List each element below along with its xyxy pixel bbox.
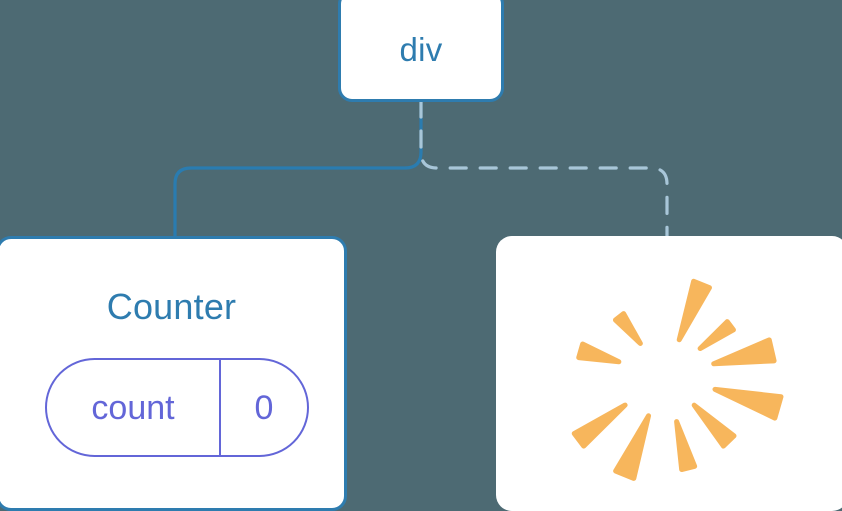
sparkle-ray-3	[711, 337, 777, 367]
sparkle-ray-4	[712, 386, 784, 421]
sparkle-ray-1	[676, 278, 712, 343]
edge-div-to-sparkle	[419, 99, 669, 240]
sparkle-ray-5	[691, 402, 737, 449]
node-counter-label: Counter	[106, 286, 237, 327]
sparkle-ray-6	[674, 419, 698, 473]
sparkle-burst-icon	[571, 278, 784, 481]
sparkle-ray-10	[612, 311, 643, 346]
sparkle-ray-9	[576, 341, 622, 365]
node-div-label: div	[399, 30, 443, 68]
node-div[interactable]: div	[338, 0, 504, 102]
sparkle-ray-2	[697, 319, 736, 352]
node-counter[interactable]: Counter count 0	[0, 236, 347, 511]
edge-div-to-counter	[173, 99, 423, 240]
state-pill-count[interactable]: count 0	[45, 358, 309, 457]
node-sparkle[interactable]	[496, 236, 842, 511]
sparkle-ray-8	[571, 402, 628, 449]
state-value-label: 0	[219, 360, 307, 455]
state-key-label: count	[91, 388, 175, 427]
sparkle-ray-7	[613, 413, 652, 481]
